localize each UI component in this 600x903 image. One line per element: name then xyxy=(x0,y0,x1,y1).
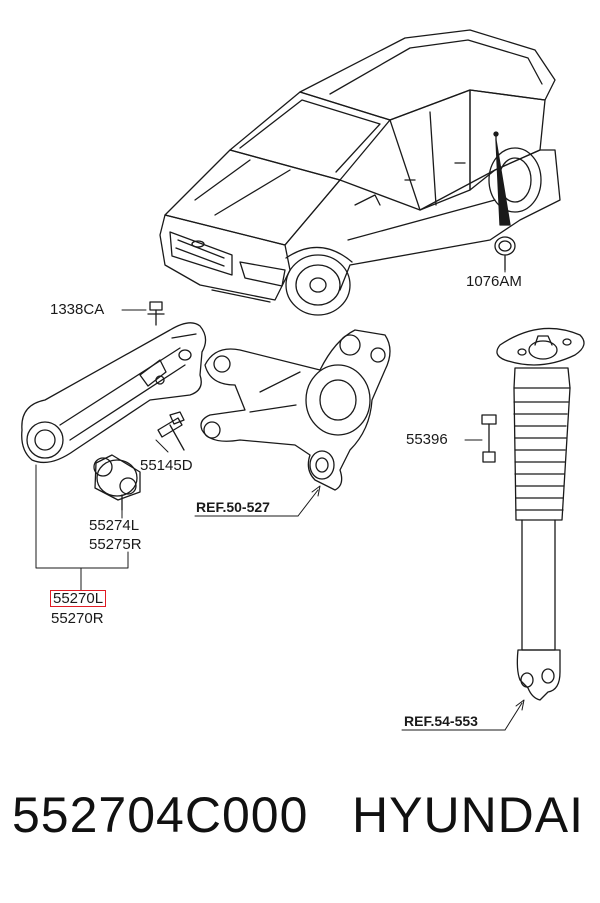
car-illustration xyxy=(159,29,561,316)
label-1338ca: 1338CA xyxy=(50,301,105,318)
label-ref-54-553: REF.54-553 xyxy=(404,713,478,729)
brand-name: HYUNDAI xyxy=(352,787,585,843)
label-55275r: 55275R xyxy=(89,536,142,553)
label-55274l: 55274L xyxy=(89,517,140,534)
shock-absorber xyxy=(481,327,585,701)
label-55270r: 55270R xyxy=(51,610,104,627)
bolt-55145d xyxy=(157,411,185,451)
parts-diagram xyxy=(21,29,585,731)
label-55270l-highlighted: 55270L xyxy=(50,590,107,607)
knuckle xyxy=(200,329,391,491)
label-55145d: 55145D xyxy=(140,457,193,474)
leader-lines xyxy=(35,269,525,731)
footer: 552704C000 HYUNDAI xyxy=(0,790,600,880)
part-number: 552704C000 xyxy=(12,787,309,843)
label-55396: 55396 xyxy=(406,431,448,448)
label-1076am: 1076AM xyxy=(466,273,522,290)
trailing-arm xyxy=(21,301,207,464)
label-ref-50-527: REF.50-527 xyxy=(196,499,270,515)
bushing xyxy=(93,454,141,511)
